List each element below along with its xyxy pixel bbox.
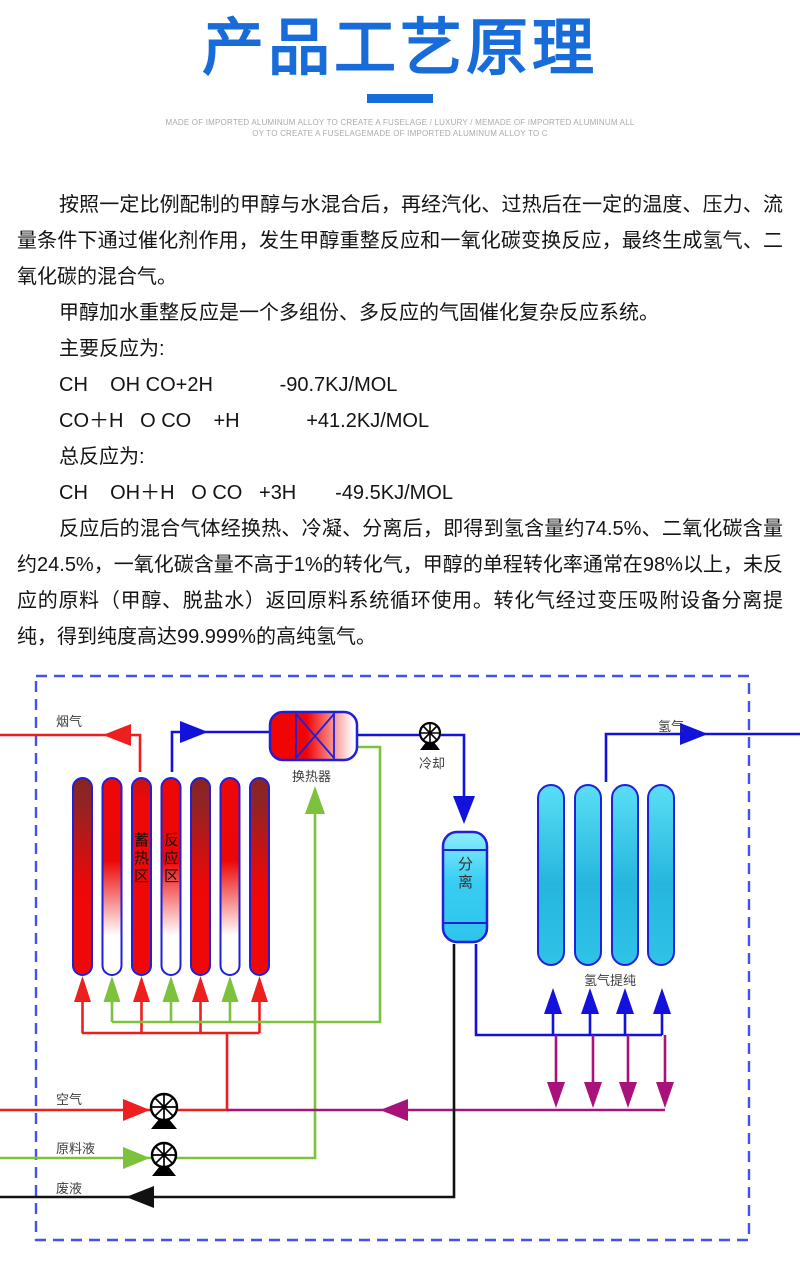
hydrogen-label: 氢气: [658, 719, 685, 734]
column-2-reaction: [101, 777, 123, 976]
heat-exchanger-label: 换热器: [292, 769, 332, 784]
psa-column-3: [611, 784, 639, 966]
body-text: 按照一定比例配制的甲醇与水混合后，再经汽化、过热后在一定的温度、压力、流量条件下…: [17, 187, 783, 655]
system-boundary-dashed-box: [34, 674, 751, 1242]
h2-purification-label: 氢气提纯: [584, 973, 637, 988]
air-label: 空气: [56, 1092, 83, 1107]
blue-arrowheads: [180, 721, 708, 1014]
process-flow-diagram: 烟气 换热器 冷却 氢气 氢气提纯 空气 原料液 废液 蓄热区 反应区 分离: [0, 670, 800, 1263]
equation-2: CO＋H O CO +H +41.2KJ/MOL: [59, 410, 430, 432]
separator-vessel: [441, 830, 489, 944]
heat-storage-zone-label: 蓄热区: [132, 832, 149, 886]
black-arrowhead: [126, 1186, 154, 1208]
equation-3: CH OH＋H O CO +3H -49.5KJ/MOL: [59, 482, 453, 504]
green-flow-lines: [0, 745, 382, 1160]
red-arrowheads: [74, 724, 268, 1121]
title-underline-bar: [367, 94, 433, 103]
purple-flow-lines: [227, 1035, 667, 1112]
heat-exchanger-vessel: [268, 710, 359, 762]
purple-arrowheads: [380, 1082, 674, 1121]
paragraph-result: 反应后的混合气体经换热、冷凝、分离后，即得到氢含量约74.5%、二氧化碳含量约2…: [17, 518, 783, 648]
reaction-zone-label: 反应区: [162, 832, 179, 886]
column-3-heat-storage: [131, 777, 152, 976]
paragraph-intro: 按照一定比例配制的甲醇与水混合后，再经汽化、过热后在一定的温度、压力、流量条件下…: [17, 194, 783, 288]
waste-liquid-label: 废液: [56, 1181, 83, 1196]
page-title: 产品工艺原理: [201, 14, 598, 83]
cooling-label: 冷却: [419, 756, 446, 771]
psa-columns: [537, 784, 675, 966]
psa-column-1: [537, 784, 565, 966]
subtitle-line-2: OY TO CREATE A FUSELAGEMADE OF IMPORTED …: [252, 129, 548, 138]
column-1-heat-storage: [72, 777, 93, 976]
separation-label: 分离: [456, 856, 473, 892]
total-reaction-label: 总反应为:: [59, 446, 145, 468]
column-6-reaction: [219, 777, 241, 976]
green-arrowheads: [103, 786, 325, 1169]
feed-liquid-label: 原料液: [56, 1141, 96, 1156]
column-5-heat-storage: [190, 777, 211, 976]
reformer-columns: [72, 777, 270, 976]
psa-column-2: [574, 784, 602, 966]
cooler-fan-icon: [418, 721, 442, 750]
subtitle-text: MADE OF IMPORTED ALUMINUM ALLOY TO CREAT…: [0, 117, 800, 139]
feed-pump-icon: [150, 1141, 178, 1176]
subtitle-line-1: MADE OF IMPORTED ALUMINUM ALLOY TO CREAT…: [165, 118, 635, 127]
equation-1: CH OH CO+2H -90.7KJ/MOL: [59, 374, 398, 396]
process-flow-svg: [0, 674, 800, 1242]
flue-gas-label: 烟气: [56, 714, 83, 729]
air-blower-icon: [149, 1092, 179, 1129]
main-reaction-label: 主要反应为:: [59, 338, 165, 360]
column-4-reaction: [160, 777, 182, 976]
paragraph-system: 甲醇加水重整反应是一个多组份、多反应的气固催化复杂反应系统。: [59, 302, 659, 324]
blue-flow-lines: [170, 730, 800, 1037]
column-7-heat-storage: [249, 777, 270, 976]
psa-column-4: [647, 784, 675, 966]
